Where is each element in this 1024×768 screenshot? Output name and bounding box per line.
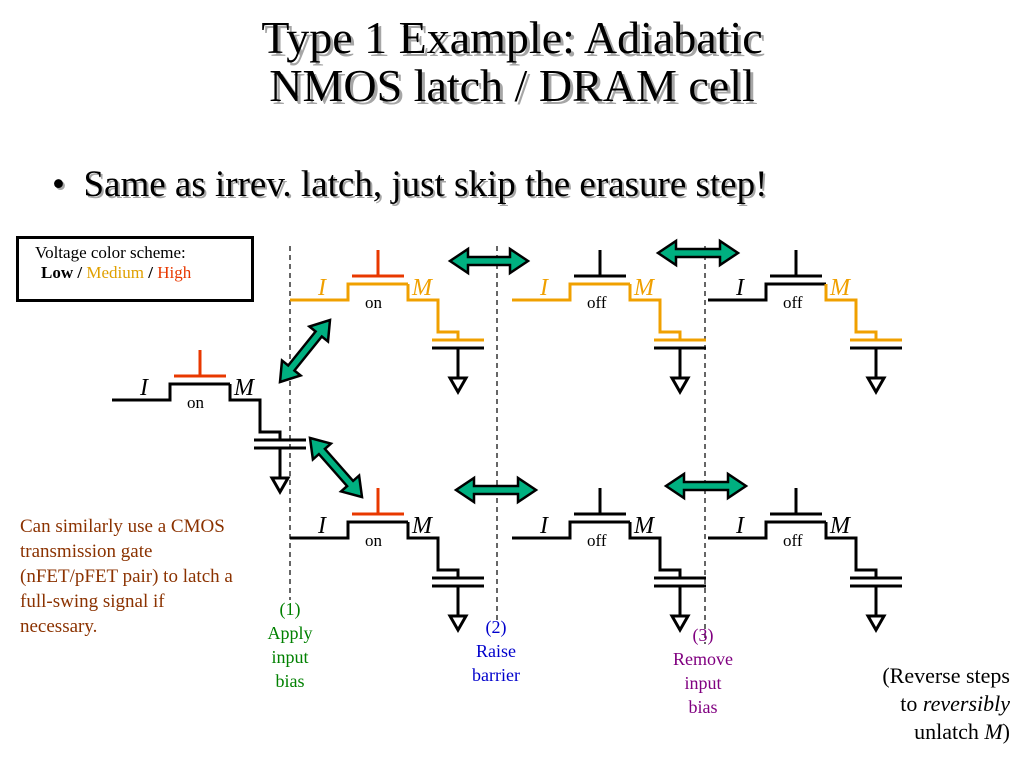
legend-medium: Medium [86, 263, 144, 282]
step-2-line-1: Raise [476, 641, 516, 661]
switch-state-label: on [187, 393, 205, 412]
memory-wire [228, 384, 282, 440]
cmos-note: Can similarly use a CMOS transmission ga… [20, 516, 233, 637]
step-2-label: (2) Raise barrier [458, 615, 534, 687]
transition-arrow-top-2 [655, 238, 741, 268]
memory-wire [824, 284, 878, 340]
ground-icon [865, 376, 887, 396]
memory-label: M [633, 275, 656, 301]
step-3-number: (3) [692, 625, 714, 645]
ground-icon [447, 376, 469, 396]
memory-wire [628, 284, 682, 340]
switch-state-label: off [587, 293, 607, 312]
bullet-point: • Same as irrev. latch, just skip the er… [52, 164, 768, 205]
reverse-note: (Reverse steps to reversibly unlatch M) [882, 662, 1010, 746]
switch-state-label: off [783, 531, 803, 550]
input-label: I [735, 513, 745, 539]
step-2-number: (2) [485, 617, 507, 637]
reverse-reversibly: reversibly [922, 691, 1010, 716]
input-label: I [735, 275, 745, 301]
circuit-bottom-1: I Mon [290, 488, 484, 634]
transition-arrow-initial-top [278, 318, 332, 384]
page-title: Type 1 Example: Adiabatic NMOS latch / D… [0, 14, 1024, 110]
title-line-1: Type 1 Example: Adiabatic [261, 12, 763, 63]
memory-wire [824, 522, 878, 578]
reverse-m: M [984, 719, 1003, 744]
memory-label: M [411, 513, 434, 539]
step-1-number: (1) [279, 599, 301, 619]
step-3-line-2: input [684, 673, 722, 693]
circuit-top-1: I Mon [290, 250, 484, 396]
memory-wire [406, 284, 460, 340]
switch-state-label: on [365, 531, 383, 550]
legend-sep-1: / [77, 263, 83, 282]
memory-label: M [411, 275, 434, 301]
reverse-unlatch: unlatch [914, 719, 985, 744]
ground-icon [447, 614, 469, 634]
ground-icon [865, 614, 887, 634]
step-3-label: (3) Remove input bias [660, 623, 746, 719]
input-label: I [539, 275, 549, 301]
step-2-line-2: barrier [472, 665, 520, 685]
step-3-line-3: bias [688, 697, 718, 717]
transition-arrow-bottom-2 [663, 471, 749, 501]
ground-icon [669, 376, 691, 396]
legend-heading: Voltage color scheme: [35, 243, 186, 262]
input-label: I [317, 513, 327, 539]
legend-low: Low [41, 263, 74, 282]
memory-label: M [233, 375, 256, 401]
input-label: I [539, 513, 549, 539]
switch-state-label: off [783, 293, 803, 312]
legend-high: High [157, 263, 192, 282]
ground-icon [669, 614, 691, 634]
memory-wire [628, 522, 682, 578]
memory-wire [406, 522, 460, 578]
legend-sep-2: / [148, 263, 153, 282]
input-label: I [317, 275, 327, 301]
reverse-line-1: (Reverse steps [882, 663, 1010, 688]
transition-arrow-bottom-1 [453, 475, 539, 505]
circuit-initial: I Mon [112, 350, 306, 496]
bullet-text: Same as irrev. latch, just skip the eras… [83, 164, 768, 205]
ground-icon [269, 476, 291, 496]
input-label: I [139, 375, 149, 401]
reverse-to: to [900, 691, 923, 716]
memory-label: M [633, 513, 656, 539]
reverse-close: ) [1002, 719, 1010, 744]
title-line-2: NMOS latch / DRAM cell [269, 60, 755, 111]
memory-label: M [829, 513, 852, 539]
step-3-line-1: Remove [673, 649, 733, 669]
voltage-legend: Voltage color scheme: Low / Medium / Hig… [16, 236, 254, 302]
transition-arrow-top-1 [447, 246, 531, 276]
step-1-line-1: Apply [267, 623, 313, 643]
step-1-line-2: input [271, 647, 309, 667]
transition-arrow-initial-bottom [308, 436, 364, 499]
step-1-line-3: bias [275, 671, 305, 691]
memory-label: M [829, 275, 852, 301]
switch-state-label: off [587, 531, 607, 550]
switch-state-label: on [365, 293, 383, 312]
step-1-label: (1) Apply input bias [258, 597, 322, 693]
